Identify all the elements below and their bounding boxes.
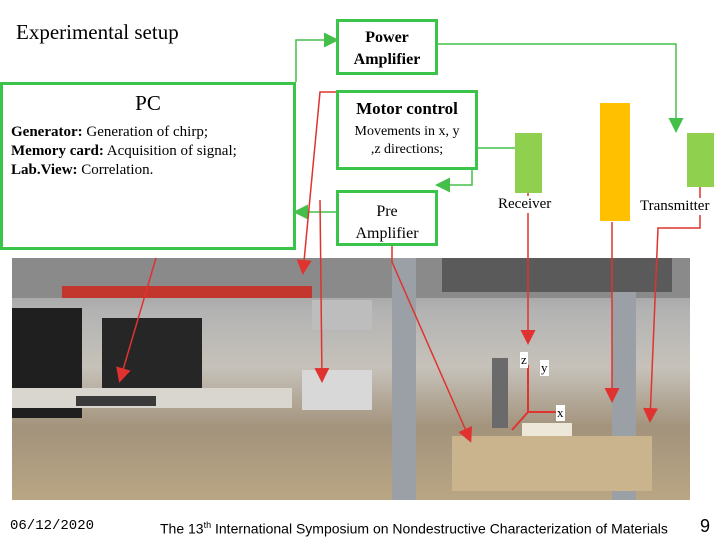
lab-photo bbox=[12, 258, 690, 500]
page-number: 9 bbox=[700, 516, 711, 536]
pc-description: Generator: Generation of chirp; Memory c… bbox=[11, 123, 237, 180]
axis-z-label: z bbox=[520, 352, 528, 368]
scanner-pillar-left bbox=[392, 258, 416, 500]
yellow-element bbox=[600, 103, 630, 221]
arrow-pc-box-to-computer bbox=[116, 257, 157, 383]
scanner-gantry bbox=[442, 258, 672, 292]
transmitter-label: Transmitter bbox=[640, 198, 720, 215]
arrow-motor-to-controller bbox=[296, 91, 336, 275]
receiver-label: Receiver bbox=[498, 196, 552, 213]
red-shelf bbox=[62, 286, 312, 298]
power-amp-line1: Power bbox=[365, 29, 409, 46]
motor-line1: Movements in x, y bbox=[354, 124, 460, 139]
arrow-pc-to-power-amp bbox=[295, 32, 339, 82]
footer-date: 06/12/2020 bbox=[10, 518, 95, 534]
pc-box: PC Generator: Generation of chirp; Memor… bbox=[0, 82, 296, 250]
arrow-pre-amp-to-sample bbox=[391, 245, 473, 443]
axis-y-label: y bbox=[540, 360, 549, 376]
pc-line-memory: Memory card: Acquisition of signal; bbox=[11, 143, 237, 159]
power-amplifier-box: Power Amplifier bbox=[336, 19, 438, 75]
transmitter-bar bbox=[687, 133, 714, 187]
pc-line-generator: Generator: Generation of chirp; bbox=[11, 124, 209, 140]
power-amp-line2: Amplifier bbox=[353, 51, 421, 68]
pre-amplifier-device bbox=[302, 370, 372, 410]
pre-amplifier-box: Pre Amplifier bbox=[336, 190, 438, 246]
axis-y bbox=[511, 411, 529, 431]
arrow-to-preamp-device bbox=[314, 199, 330, 383]
sample-plate bbox=[452, 436, 652, 491]
keyboard bbox=[76, 396, 156, 406]
pc-line-labview: Lab.View: Correlation. bbox=[11, 162, 154, 178]
receiver-bar bbox=[515, 133, 542, 193]
arrow-power-amp-to-transmitter bbox=[438, 43, 684, 133]
pre-amp-line1: Pre bbox=[376, 203, 398, 220]
receiver-probe bbox=[492, 358, 508, 428]
arrow-transmitter-down bbox=[643, 185, 701, 423]
footer-conference: The 13th International Symposium on Nond… bbox=[160, 520, 668, 537]
axis-x-label: x bbox=[556, 405, 565, 421]
lab-photo-drawing bbox=[12, 258, 690, 500]
slide-title: Experimental setup bbox=[16, 20, 179, 44]
motor-title: Motor control bbox=[356, 99, 458, 118]
pc-heading: PC bbox=[135, 91, 161, 115]
pre-amp-line2: Amplifier bbox=[355, 225, 419, 242]
motor-control-box: Motor control Movements in x, y ,z direc… bbox=[336, 90, 478, 170]
motor-line2: ,z directions; bbox=[370, 142, 444, 157]
